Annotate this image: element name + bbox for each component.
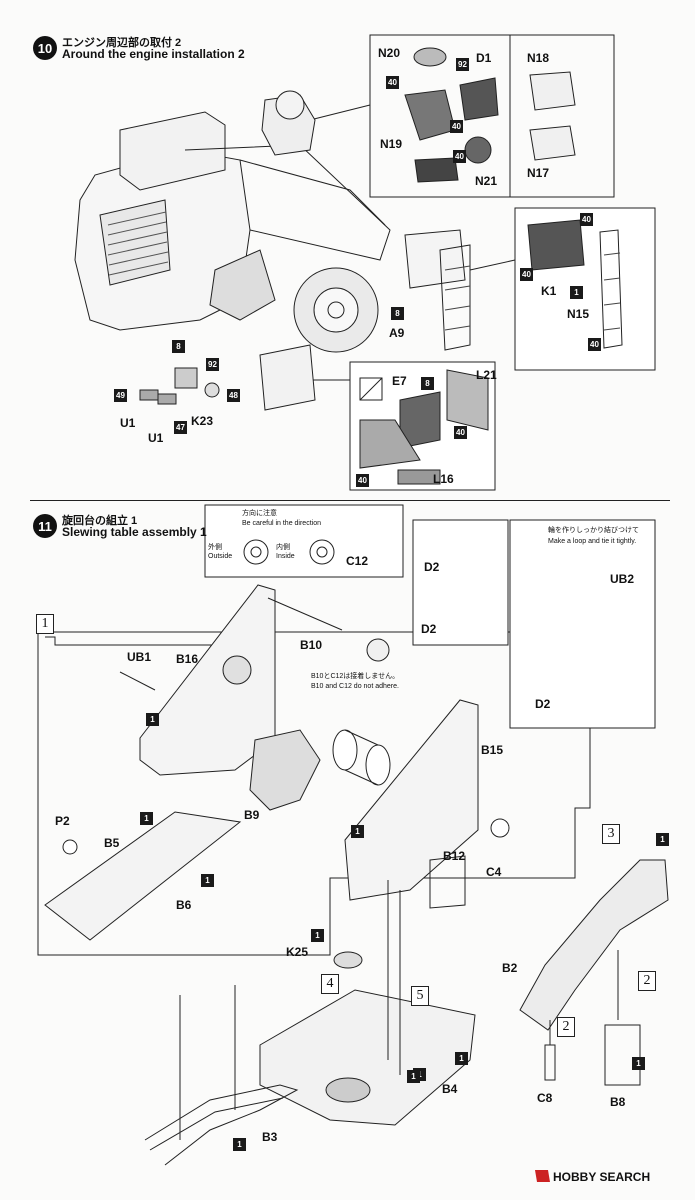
color-code: 1 <box>407 1070 420 1083</box>
part-label: N18 <box>527 51 550 65</box>
color-code: 48 <box>227 389 240 402</box>
color-code: 40 <box>454 426 467 439</box>
color-code: 40 <box>520 268 533 281</box>
part-label: P2 <box>55 814 70 828</box>
part-label: N19 <box>380 137 403 151</box>
part-label: U1 <box>120 416 136 430</box>
subassembly-number: 3 <box>602 824 620 844</box>
loop-note-jp: 輪を作りしっかり結びつけて <box>548 527 639 534</box>
color-code: 1 <box>146 713 159 726</box>
part-label: B2 <box>502 961 518 975</box>
color-code: 40 <box>588 338 601 351</box>
subassembly-number: 4 <box>321 974 339 994</box>
part-label: U1 <box>148 431 164 445</box>
direction-note-en: Be careful in the direction <box>242 520 321 527</box>
part-label: N21 <box>475 174 498 188</box>
color-code: 92 <box>456 58 469 71</box>
adhere-note-en: B10 and C12 do not adhere. <box>311 683 399 690</box>
subassembly-number: 1 <box>36 614 54 634</box>
step-11-title-en: Slewing table assembly 1 <box>62 525 207 539</box>
outside-label-jp: 外側 <box>208 544 222 551</box>
step-10-title-en: Around the engine installation 2 <box>62 47 245 61</box>
part-label: C8 <box>537 1091 553 1105</box>
color-code: 1 <box>201 874 214 887</box>
part-label: D2 <box>424 560 440 574</box>
part-label: B8 <box>610 1095 626 1109</box>
subassembly-number: 5 <box>411 986 429 1006</box>
color-code: 40 <box>356 474 369 487</box>
part-label: N17 <box>527 166 550 180</box>
part-label: N15 <box>567 307 590 321</box>
step-10-title-jp: エンジン周辺部の取付 2 <box>62 37 182 49</box>
color-code: 1 <box>351 825 364 838</box>
part-label: B6 <box>176 898 192 912</box>
part-label: K23 <box>191 414 214 428</box>
part-label: L21 <box>476 368 497 382</box>
color-code: 40 <box>450 120 463 133</box>
color-code: 92 <box>206 358 219 371</box>
part-label: B10 <box>300 638 323 652</box>
part-label: C4 <box>486 865 502 879</box>
part-label: N20 <box>378 46 401 60</box>
adhere-note-jp: B10とC12は接着しません。 <box>311 673 400 680</box>
inside-label-jp: 内側 <box>276 544 290 551</box>
part-label: B15 <box>481 743 504 757</box>
color-code: 40 <box>453 150 466 163</box>
color-code: 1 <box>570 286 583 299</box>
color-code: 1 <box>656 833 669 846</box>
color-code: 40 <box>580 213 593 226</box>
part-label: D1 <box>476 51 492 65</box>
part-label: B5 <box>104 836 120 850</box>
step-10-number: 10 <box>33 36 57 60</box>
part-label: B4 <box>442 1082 458 1096</box>
part-label: B9 <box>244 808 260 822</box>
part-label: D2 <box>421 622 437 636</box>
part-label: B3 <box>262 1130 278 1144</box>
color-code: 1 <box>632 1057 645 1070</box>
inside-label-en: Inside <box>276 553 295 560</box>
part-label: B16 <box>176 652 199 666</box>
loop-note-en: Make a loop and tie it tightly. <box>548 538 637 545</box>
step-11-number: 11 <box>33 514 57 538</box>
part-label: A9 <box>389 326 405 340</box>
color-code: 8 <box>172 340 185 353</box>
subassembly-number: 2 <box>557 1017 575 1037</box>
part-label: K25 <box>286 945 309 959</box>
watermark: HOBBY SEARCH <box>553 1170 651 1184</box>
color-code: 1 <box>311 929 324 942</box>
outside-label-en: Outside <box>208 553 233 560</box>
part-label: K1 <box>541 284 557 298</box>
section-divider <box>30 500 670 501</box>
subassembly-number: 2 <box>638 971 656 991</box>
color-code: 1 <box>233 1138 246 1151</box>
direction-note-jp: 方向に注意 <box>242 510 277 517</box>
part-label: D2 <box>535 697 551 711</box>
color-code: 40 <box>386 76 399 89</box>
part-label: L16 <box>433 472 454 486</box>
color-code: 47 <box>174 421 187 434</box>
color-code: 49 <box>114 389 127 402</box>
color-code: 8 <box>391 307 404 320</box>
color-code: 8 <box>421 377 434 390</box>
part-label: E7 <box>392 374 407 388</box>
color-code: 1 <box>140 812 153 825</box>
step-11-title-jp: 旋回台の組立 1 <box>62 515 138 527</box>
part-label: C12 <box>346 554 369 568</box>
color-code: 1 <box>455 1052 468 1065</box>
part-label: B12 <box>443 849 466 863</box>
part-label: UB2 <box>610 572 635 586</box>
part-label: UB1 <box>127 650 152 664</box>
